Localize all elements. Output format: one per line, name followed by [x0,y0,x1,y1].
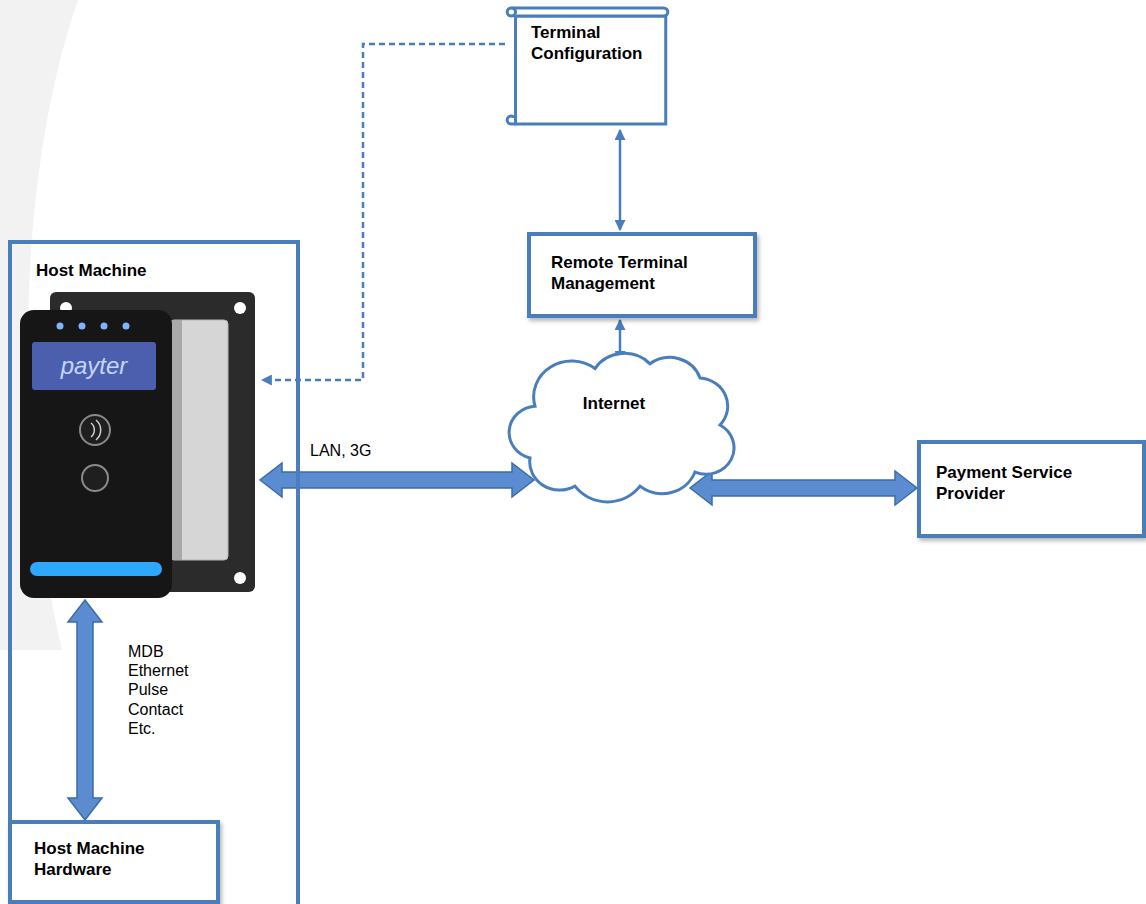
screen-logo: payter [32,342,156,390]
node-title: Internet [490,393,738,414]
scroll-roll [511,8,667,16]
internet-cloud: Internet [490,345,738,505]
config-scroll: Terminal Configuration [503,4,672,128]
status-led [79,323,86,330]
interface-label: MDB Ethernet Pulse Contact Etc. [128,642,188,738]
node-title: Remote Terminal Management [551,252,741,295]
process-box: Payment Service Provider [917,440,1146,538]
connection-label: LAN, 3G [310,441,371,460]
terminal-body [20,310,172,598]
host-machine-box: Host Machine payterHost Machine Hardware [8,240,300,904]
light-bar [30,562,162,576]
node-title: Host Machine Hardware [34,838,194,881]
node-title: Payment Service Provider [936,462,1111,505]
status-led [101,323,108,330]
block-arrow [68,600,102,820]
block-arrow [260,463,534,497]
terminal-button [82,465,108,491]
block-arrow [690,471,917,505]
status-led [123,323,130,330]
scroll-body [516,16,666,124]
contactless-waves [91,420,101,440]
terminal-screen [32,342,156,390]
cloud-outline [490,345,738,505]
card-reader [170,320,228,560]
scroll-curl [507,116,515,124]
payment-terminal: payter [20,290,260,600]
node-title: Terminal Configuration [531,22,656,65]
process-box: Remote Terminal Management [527,232,757,318]
mount-hole [234,572,246,584]
connector-arrow [619,130,622,230]
status-led [57,323,64,330]
process-box: Host Machine Hardware [8,820,220,904]
cloud-shape [509,353,734,501]
mount-hole [234,302,246,314]
scroll-curl [507,8,515,16]
scroll-outline [503,4,672,128]
terminal-illustration [20,290,260,600]
contactless-icon [80,415,110,445]
group-title: Host Machine [36,260,147,281]
